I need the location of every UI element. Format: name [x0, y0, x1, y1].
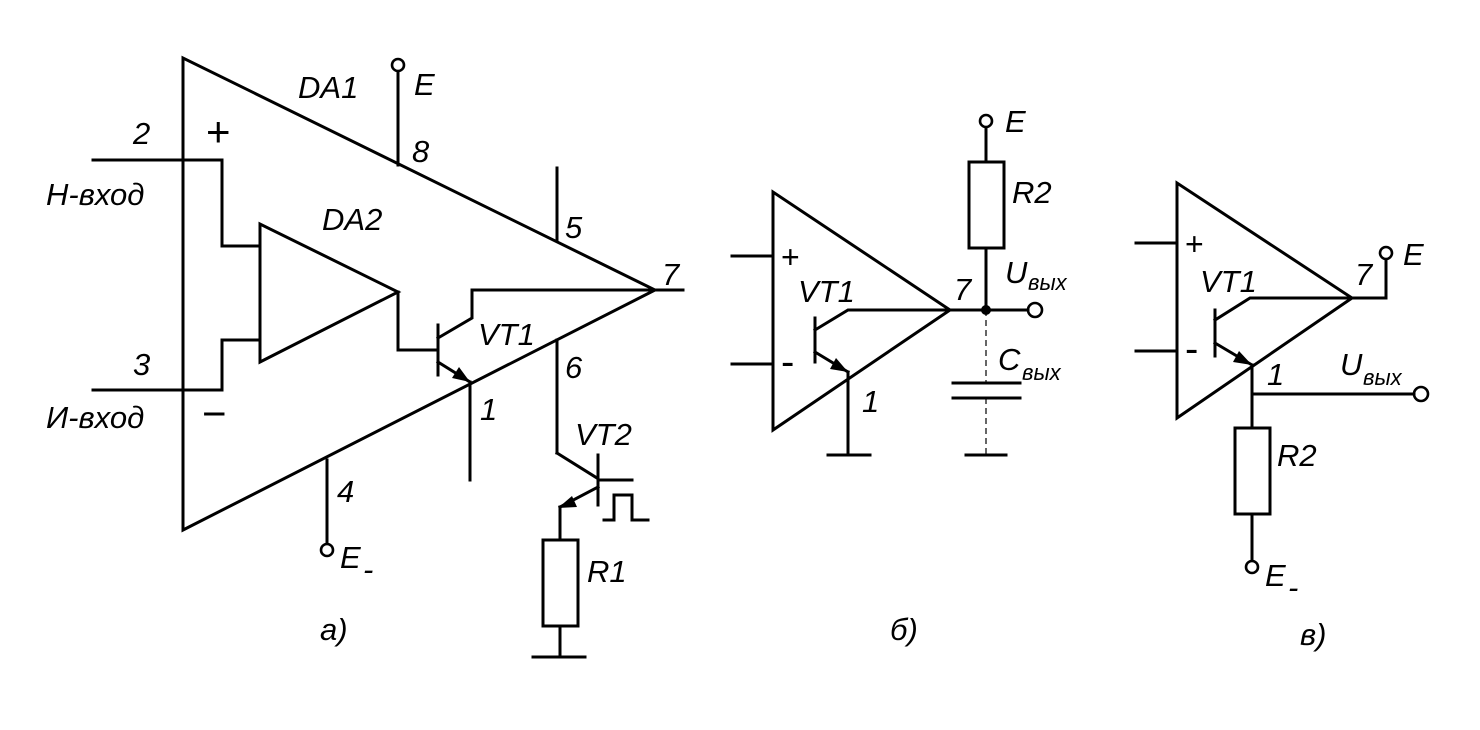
- a-i-input-route: [220, 338, 262, 392]
- a-caption: а): [320, 612, 348, 647]
- schematic-b: E R2 + - VT1 7 U вых C вых 1 б): [730, 104, 1068, 647]
- b-vt1-label: VT1: [798, 274, 855, 309]
- b-vt1-collector: [812, 308, 952, 333]
- a-Eneg-sub: -: [363, 552, 373, 587]
- b-minus-label: -: [781, 340, 794, 384]
- b-E-terminal: [978, 113, 994, 129]
- b-uout-terminal: [1026, 301, 1044, 319]
- a-vt1-collector: [435, 288, 657, 341]
- b-r2-body: [967, 160, 1006, 250]
- b-E-label: E: [1005, 104, 1026, 139]
- a-i-input-label: И-вход: [46, 400, 144, 435]
- a-plus-label: +: [206, 108, 231, 155]
- b-plus-label: +: [781, 239, 800, 275]
- c-caption: в): [1300, 617, 1327, 652]
- a-pin5-label: 5: [565, 210, 583, 245]
- a-Eneg-label: E: [340, 540, 361, 575]
- a-pin4-label: 4: [337, 474, 354, 509]
- a-minus-label: −: [202, 390, 227, 437]
- c-Eneg-label: E: [1265, 558, 1286, 593]
- da1-triangle: [181, 55, 659, 533]
- b-r2-label: R2: [1012, 175, 1052, 210]
- a-vt2-collector: [554, 450, 600, 481]
- a-da2-label: DA2: [322, 202, 382, 237]
- a-vt1-emitter-arrow: [452, 367, 470, 382]
- b-uout-label: U: [1005, 255, 1028, 290]
- a-pulse-signal: [602, 493, 650, 522]
- c-vt1-label: VT1: [1200, 264, 1257, 299]
- a-da2-to-vt1: [396, 290, 440, 352]
- a-E-terminal: [390, 57, 406, 73]
- schematic-a: DA1 E 8 2 + Н-вход DA2 5 7 VT1 6 3 И-вхо…: [46, 55, 685, 659]
- a-pin8-label: 8: [412, 134, 430, 169]
- b-pin1-label: 1: [862, 384, 879, 419]
- c-minus-label: -: [1185, 327, 1198, 371]
- c-pin7-label: 7: [1355, 257, 1374, 292]
- c-uout-terminal: [1412, 385, 1430, 403]
- b-pin7-label: 7: [954, 272, 973, 307]
- c-E-label: E: [1403, 237, 1424, 272]
- a-pin3-label: 3: [133, 347, 150, 382]
- c-r2-label: R2: [1277, 438, 1317, 473]
- b-vt1-emitter-arrow: [830, 358, 848, 372]
- b-caption: б): [890, 612, 918, 647]
- a-vt2-emitter-arrow: [558, 496, 577, 508]
- b-uout-sub: вых: [1028, 270, 1068, 295]
- b-cout-sub: вых: [1022, 360, 1062, 385]
- a-E-label: E: [414, 67, 435, 102]
- a-vt2-label: VT2: [575, 417, 632, 452]
- c-r2-body: [1233, 426, 1272, 516]
- c-vt1-emitter-arrow: [1233, 351, 1252, 365]
- a-n-input-route: [220, 158, 262, 248]
- c-plus-label: +: [1185, 226, 1204, 262]
- c-vt1-collector: [1212, 296, 1354, 323]
- b-opamp-triangle: [771, 189, 953, 433]
- c-Eneg-terminal: [1244, 559, 1260, 575]
- a-vt1-label: VT1: [478, 317, 535, 352]
- c-E-terminal: [1378, 245, 1394, 261]
- da2-triangle: [258, 221, 402, 365]
- a-Eneg-terminal: [319, 542, 335, 558]
- c-pin7-to-E: [1350, 258, 1388, 300]
- a-pin2-label: 2: [132, 116, 150, 151]
- c-pin1-label: 1: [1267, 357, 1284, 392]
- a-pin1-label: 1: [480, 392, 497, 427]
- a-da1-label: DA1: [298, 70, 358, 105]
- b-cout-label: C: [998, 342, 1021, 377]
- a-pin7-label: 7: [662, 257, 681, 292]
- c-uout-sub: вых: [1363, 365, 1403, 390]
- a-n-input-label: Н-вход: [46, 177, 144, 212]
- a-r1-body: [541, 538, 580, 628]
- c-opamp-triangle: [1175, 180, 1355, 421]
- c-Eneg-sub: -: [1288, 570, 1298, 605]
- schematic-c: + - VT1 7 E 1 U вых R2 E - в): [1134, 180, 1430, 652]
- a-r1-label: R1: [587, 554, 627, 589]
- c-uout-label: U: [1340, 347, 1363, 382]
- a-pin6-label: 6: [565, 350, 583, 385]
